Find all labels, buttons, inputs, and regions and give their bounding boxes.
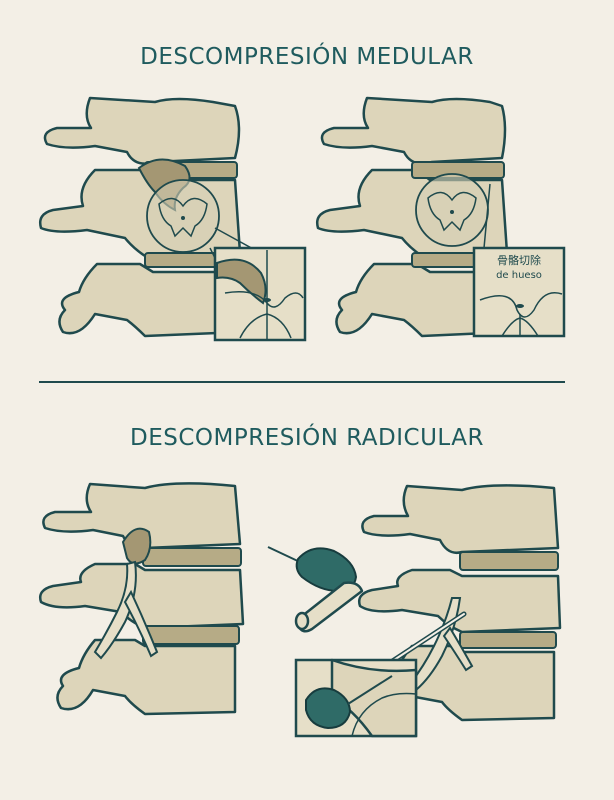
root-decompression-illustration (294, 484, 562, 738)
magnified-inset-bone-removal: 骨骼切除 de hueso (472, 246, 566, 338)
magnified-inset-compression (213, 246, 307, 342)
section-title-spinal-decompression: DESCOMPRESIÓN MEDULAR (140, 44, 474, 70)
inset-guide-wire (347, 675, 393, 705)
bone-fragment-end (294, 611, 310, 631)
section-title-root-decompression: DESCOMPRESIÓN RADICULAR (130, 425, 484, 451)
root-compression-illustration (39, 482, 245, 716)
intervertebral-disc (459, 551, 559, 571)
intervertebral-disc (459, 631, 557, 649)
vertebra-upper (42, 482, 242, 550)
nerve-root-branch (123, 589, 159, 658)
guide-wire (267, 546, 303, 564)
vertebra-lower (335, 262, 490, 338)
vertebra-upper (43, 96, 241, 165)
balloon-icon (305, 687, 352, 730)
spinal-cord-cross-section (415, 173, 489, 247)
inset-label-line2: de hueso (496, 270, 542, 281)
section-divider (39, 381, 565, 383)
spinal-cord-cross-section (146, 179, 220, 253)
vertebra-upper (361, 484, 560, 554)
surgical-instrument-illustration (267, 546, 364, 633)
spinal-compression-illustration (39, 96, 307, 342)
intervertebral-disc (142, 547, 242, 567)
intervertebral-disc (142, 625, 240, 645)
vertebra-upper (320, 96, 507, 165)
instrument-shaft-highlight (387, 613, 465, 665)
inset-label-line1: 骨骼切除 (497, 253, 541, 267)
vertebra-lower (56, 638, 237, 716)
bone-removal-illustration: 骨骼切除 de hueso (316, 96, 566, 338)
nerve-root-branch (442, 626, 474, 672)
vertebra-lower (58, 262, 219, 338)
intervertebral-disc (144, 252, 218, 268)
magnified-inset-instrument (294, 658, 418, 738)
